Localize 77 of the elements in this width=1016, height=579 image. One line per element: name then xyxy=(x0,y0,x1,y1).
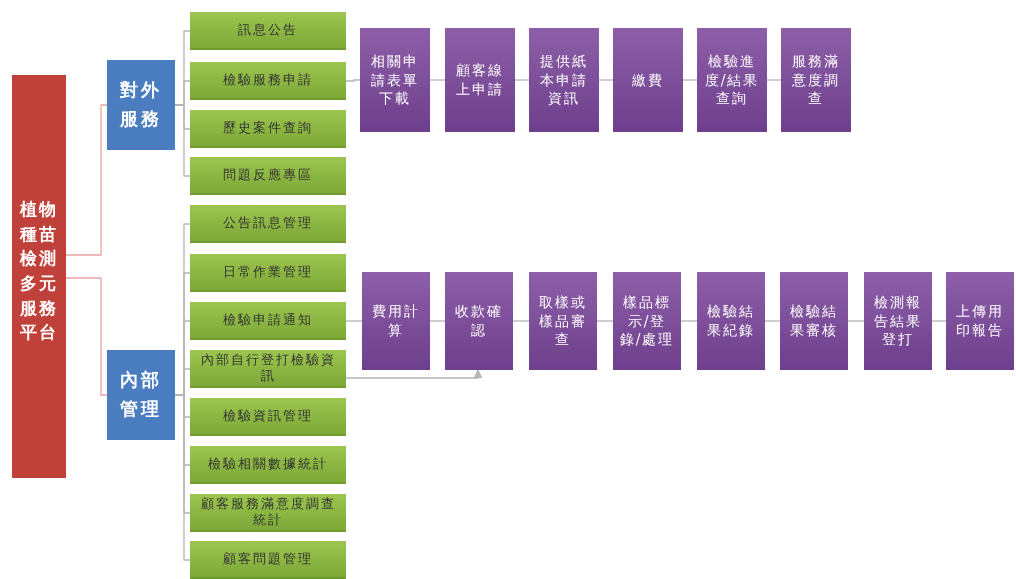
function-box xyxy=(190,446,346,484)
category-box xyxy=(107,60,175,150)
process-box xyxy=(445,272,513,370)
function-box xyxy=(190,350,346,388)
node-label: 檢驗進度/結果查詢 xyxy=(703,51,761,109)
node-label: 檢驗服務申請 xyxy=(223,72,313,88)
process-box xyxy=(781,28,851,132)
connector-line xyxy=(596,320,614,322)
node-label: 檢驗結果紀錄 xyxy=(706,302,756,340)
connector-line xyxy=(345,320,363,322)
connector-line xyxy=(512,320,530,322)
arrow xyxy=(345,369,483,379)
node-label: 對外服務 xyxy=(119,78,163,131)
function-box xyxy=(190,12,346,50)
node-label: 取樣或樣品審查 xyxy=(538,292,588,350)
category-box xyxy=(107,350,175,440)
node-label: 訊息公告 xyxy=(238,22,298,38)
node-label: 上傳用印報告 xyxy=(955,302,1005,340)
connector-line xyxy=(65,277,108,396)
node-label: 顧客問題管理 xyxy=(223,551,313,567)
node-label: 內部管理 xyxy=(119,368,163,421)
process-box xyxy=(864,272,932,370)
connector-line xyxy=(598,79,614,81)
process-box xyxy=(360,28,430,132)
process-box xyxy=(362,272,430,370)
connector-line xyxy=(514,79,530,81)
function-box xyxy=(190,398,346,436)
process-box xyxy=(697,272,765,370)
node-label: 顧客服務滿意度調查統計 xyxy=(199,496,337,528)
node-label: 檢驗資訊管理 xyxy=(223,408,313,424)
function-box xyxy=(190,541,346,579)
process-box xyxy=(946,272,1014,370)
connector-line xyxy=(429,79,446,81)
process-box xyxy=(445,28,515,132)
process-box xyxy=(529,272,597,370)
function-box xyxy=(190,62,346,100)
connector-line xyxy=(174,104,191,177)
connector-line xyxy=(682,79,698,81)
function-box xyxy=(190,494,346,532)
connector-line xyxy=(680,320,698,322)
function-box xyxy=(190,205,346,243)
node-label: 日常作業管理 xyxy=(223,264,313,280)
connector-line xyxy=(764,320,781,322)
function-box xyxy=(190,110,346,148)
platform-box xyxy=(12,75,66,478)
node-label: 公告訊息管理 xyxy=(223,215,313,231)
node-label: 檢驗結果審核 xyxy=(789,302,839,340)
connector-line xyxy=(65,104,108,256)
node-label: 歷史案件查詢 xyxy=(223,120,313,136)
connector-line xyxy=(766,79,782,81)
node-label: 檢驗申請通知 xyxy=(223,312,313,328)
node-label: 問題反應專區 xyxy=(223,167,313,183)
node-label: 服務滿意度調查 xyxy=(791,51,841,109)
node-label: 檢測報告結果登打 xyxy=(873,292,923,350)
process-box xyxy=(613,272,681,370)
connector-line xyxy=(847,320,865,322)
node-label: 繳費 xyxy=(632,70,664,90)
node-label: 提供紙本申請資訊 xyxy=(539,51,589,109)
node-label: 費用計算 xyxy=(371,302,421,340)
process-box xyxy=(697,28,767,132)
node-label: 內部自行登打檢驗資訊 xyxy=(199,352,337,384)
connector-line xyxy=(931,320,947,322)
connector-line xyxy=(429,320,446,322)
node-label: 相關申請表單下載 xyxy=(370,51,420,109)
process-box xyxy=(780,272,848,370)
node-label: 植物種苗檢測多元服務平台 xyxy=(19,198,59,345)
node-label: 顧客線上申請 xyxy=(455,61,505,99)
function-box xyxy=(190,157,346,195)
process-box xyxy=(613,28,683,132)
connector-line xyxy=(345,79,361,82)
process-box xyxy=(529,28,599,132)
function-box xyxy=(190,254,346,292)
node-label: 樣品標示/登錄/處理 xyxy=(619,292,675,350)
node-label: 收款確認 xyxy=(454,302,504,340)
node-label: 檢驗相關數據統計 xyxy=(208,456,328,472)
connector-line xyxy=(174,394,191,561)
function-box xyxy=(190,302,346,340)
